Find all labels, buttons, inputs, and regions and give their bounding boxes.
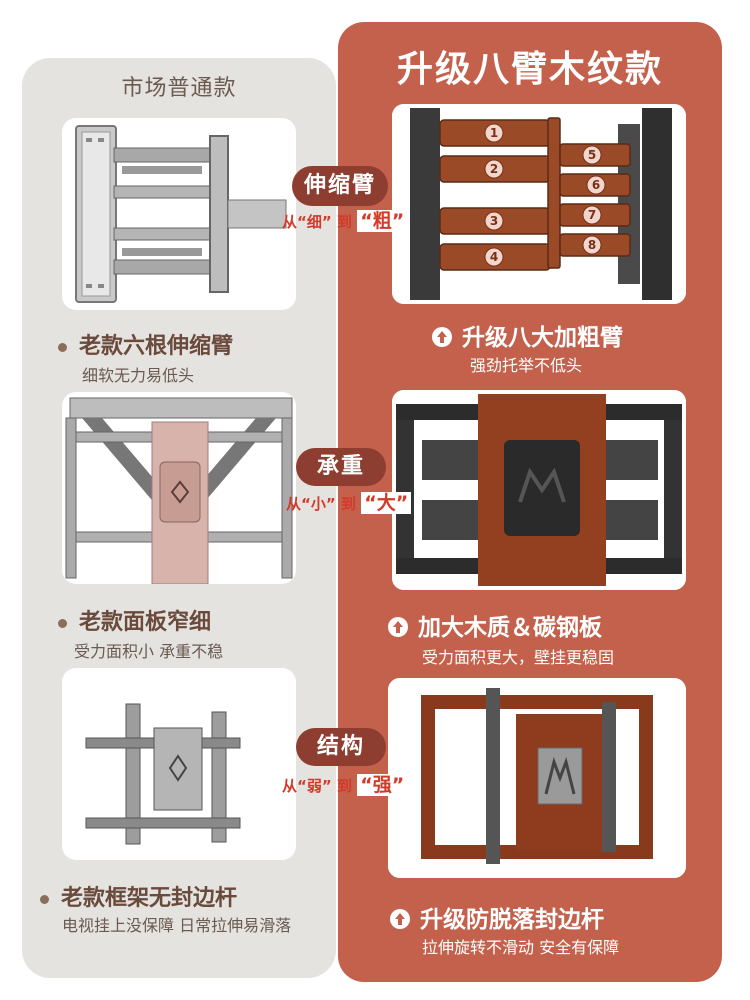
arm-marker-label-2: 2 [490, 162, 498, 176]
comparison-text-structure: 从“弱” 到 “强” [282, 770, 408, 797]
comparison-text-arm: 从“细” 到 “粗” [282, 206, 408, 233]
standard-model-title: 市场普通款 [121, 76, 237, 101]
old-panel-heading: 老款面板窄细 [58, 604, 211, 636]
arm-marker-label-3: 3 [490, 214, 498, 228]
upgrade-arrow-icon [388, 616, 408, 637]
bullet-dot-icon [58, 342, 67, 352]
wood-panel-heading: 加大木质＆碳钢板 [388, 608, 602, 642]
old-panel-description: 受力面积小 承重不稳 [74, 642, 224, 661]
arm-marker-label-1: 1 [490, 126, 498, 140]
arm-marker-6 [586, 175, 606, 195]
comparison-text-load: 从“小” 到 “大” [286, 488, 412, 515]
bullet-dot-icon [40, 894, 49, 904]
wood-panel-mount-image [392, 390, 686, 590]
upgrade-arrow-icon [432, 326, 452, 347]
comparison-pill-arm: 伸缩臂 [292, 166, 388, 206]
arm-marker-3 [484, 211, 504, 231]
edge-frame-description: 拉伸旋转不滑动 安全有保障 [422, 938, 620, 957]
old-frame-mount-image [62, 668, 296, 860]
arm-marker-label-5: 5 [588, 148, 596, 162]
edge-frame-mount-image [388, 678, 686, 878]
old-arm-heading: 老款六根伸缩臂 [58, 328, 233, 360]
old-frame-description: 电视挂上没保障 日常拉伸易滑落 [62, 916, 292, 935]
comparison-pill-structure: 结构 [296, 728, 386, 766]
arm-marker-label-6: 6 [592, 178, 600, 192]
arm-marker-2 [484, 159, 504, 179]
comparison-pill-load: 承重 [296, 448, 386, 486]
old-frame-heading: 老款框架无封边杆 [40, 880, 237, 912]
arm-marker-label-7: 7 [588, 208, 596, 222]
old-arm-description: 细软无力易低头 [82, 366, 195, 385]
upgraded-model-title: 升级八臂木纹款 [396, 49, 663, 90]
bullet-dot-icon [58, 618, 67, 628]
arm-marker-4 [484, 247, 504, 267]
arm-marker-label-8: 8 [588, 238, 596, 252]
upgrade-arrow-icon [390, 908, 410, 929]
arm-marker-1 [484, 123, 504, 143]
arm-marker-5 [582, 145, 602, 165]
arm-marker-8 [582, 235, 602, 255]
arm-number-markers: 1 2 3 4 5 6 7 8 [484, 123, 606, 267]
eight-arm-heading: 升级八大加粗臂 [432, 318, 623, 352]
arm-marker-label-4: 4 [490, 250, 498, 264]
wood-panel-description: 受力面积更大，壁挂更稳固 [422, 648, 615, 667]
arm-marker-7 [582, 205, 602, 225]
old-panel-mount-image [62, 392, 296, 584]
old-arm-mount-image [62, 118, 296, 310]
eight-arm-description: 强劲托举不低头 [470, 356, 583, 375]
edge-frame-heading: 升级防脱落封边杆 [390, 900, 604, 934]
eight-arm-mount-image [392, 104, 686, 304]
